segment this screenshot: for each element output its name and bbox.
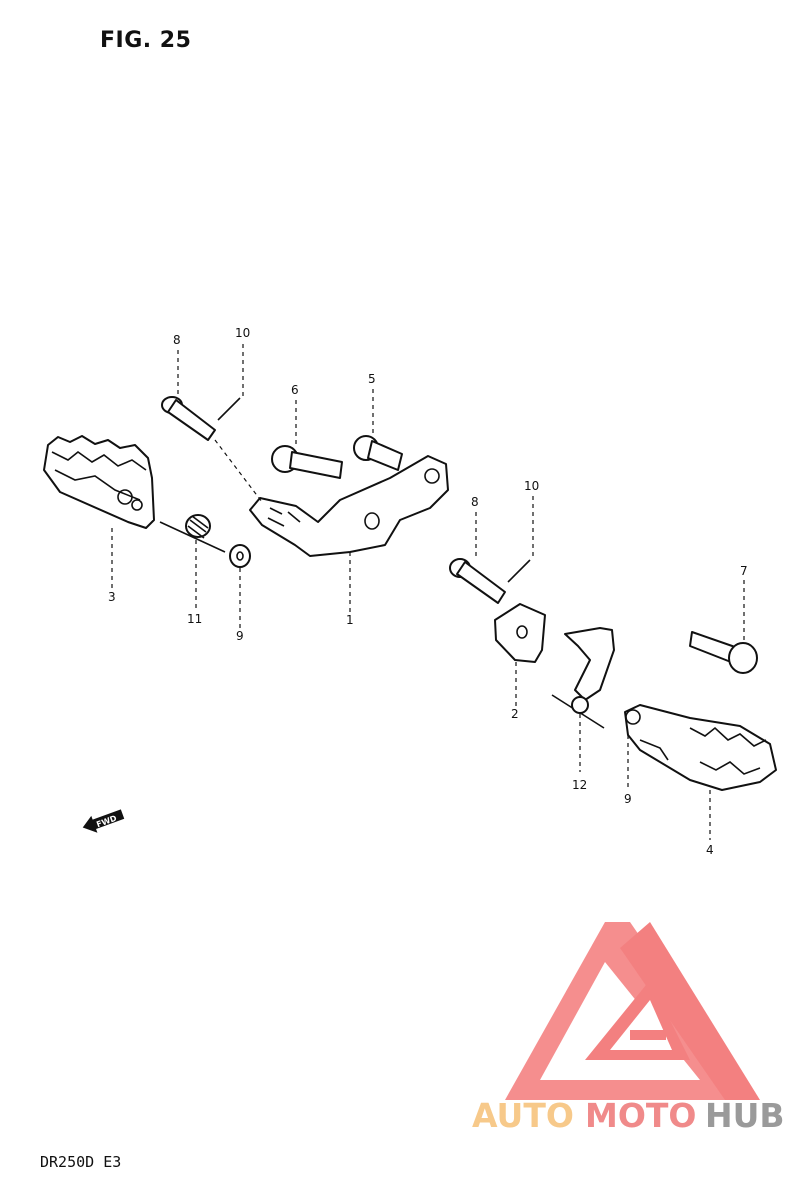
callout-8-right: 8 [471, 495, 479, 509]
clevis-pin-part [161, 396, 241, 441]
model-label: DR250D E3 [40, 1153, 122, 1171]
bolt-6-part [271, 445, 343, 479]
watermark-auto: AUTO [472, 1096, 574, 1135]
watermark-hub: HUB [705, 1096, 785, 1135]
callout-9-left: 9 [236, 629, 244, 643]
automotohub-logo-icon [505, 922, 760, 1100]
callout-8-top: 8 [173, 333, 181, 347]
callout-1: 1 [346, 613, 354, 627]
callout-5: 5 [368, 372, 376, 386]
leader-lines [111, 344, 745, 840]
clevis-pin-right-part [449, 558, 531, 604]
callout-2: 2 [511, 707, 519, 721]
right-footpeg-part [624, 704, 777, 791]
callout-7: 7 [740, 564, 748, 578]
right-footrest-bracket-part [494, 603, 615, 701]
callout-11: 11 [187, 612, 202, 626]
left-footrest-bracket-part [249, 455, 449, 557]
callout-3: 3 [108, 590, 116, 604]
watermark-moto: MOTO [585, 1096, 696, 1135]
spring-right-part [551, 694, 605, 729]
callout-12: 12 [572, 778, 587, 792]
callout-9-right: 9 [624, 792, 632, 806]
callout-labels: 8 10 6 5 3 11 9 1 8 10 7 2 12 9 4 [108, 326, 748, 857]
callout-4: 4 [706, 843, 714, 857]
bolt-5-part [353, 435, 403, 471]
callout-6: 6 [291, 383, 299, 397]
figure-title: FIG. 25 [100, 28, 192, 53]
washer-part [229, 544, 251, 568]
bolt-7-part [689, 631, 758, 674]
callout-10-right: 10 [524, 479, 539, 493]
fwd-arrow-icon: FWD [82, 809, 125, 833]
left-footpeg-part [43, 435, 155, 529]
spring-part [159, 514, 226, 553]
callout-10-top: 10 [235, 326, 250, 340]
fwd-label: FWD [95, 814, 118, 830]
